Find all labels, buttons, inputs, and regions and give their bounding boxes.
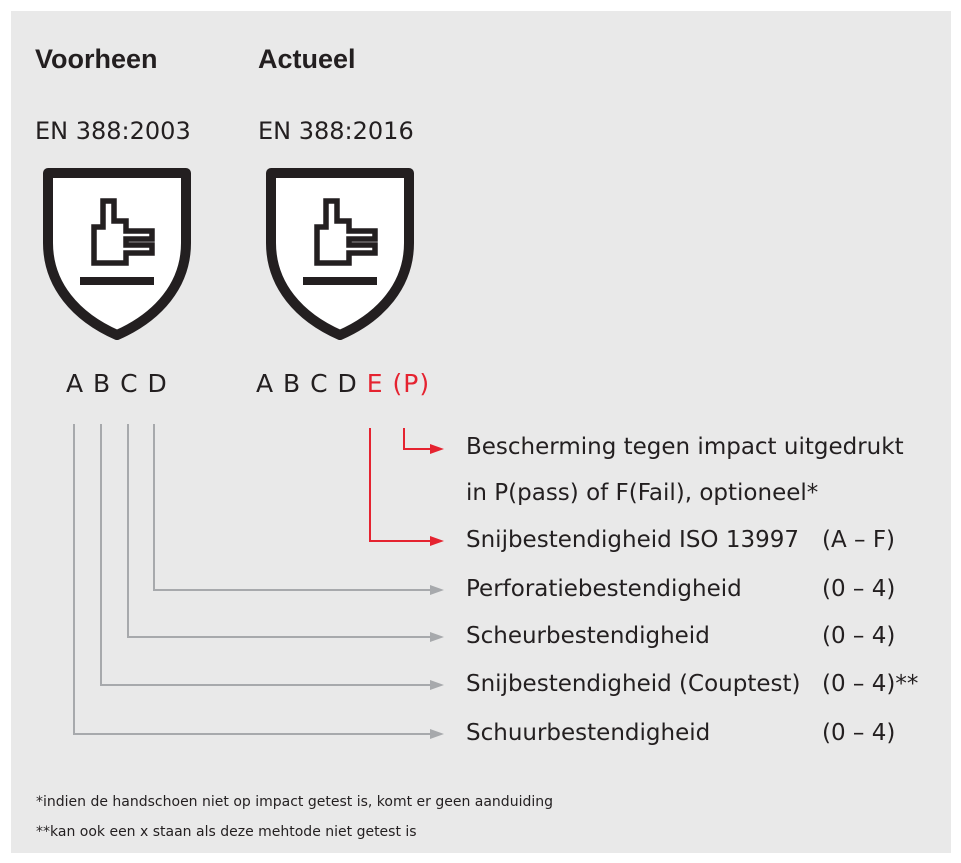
label-cut-coup: Snijbestendigheid (Couptest) (466, 671, 801, 697)
shield-icon-2003 (48, 173, 186, 335)
codes-2016: A B C D E (P) (256, 369, 430, 398)
label-impact: Bescherming tegen impact uitgedrukt (466, 434, 904, 460)
range-tear: (0 – 4) (822, 623, 896, 649)
grey-connectors (73, 424, 432, 735)
diagram-panel (11, 11, 951, 853)
arrowhead-c (430, 632, 444, 642)
range-abrasion: (0 – 4) (822, 720, 896, 746)
arrowhead-b (430, 680, 444, 690)
label-tear: Scheurbestendigheid (466, 623, 710, 649)
red-arrowheads (430, 444, 444, 546)
codes-2016-base: A B C D (256, 369, 358, 398)
connector-d (153, 424, 432, 591)
shield-icon-2016 (271, 173, 409, 335)
standard-2003: EN 388:2003 (35, 117, 191, 145)
label-abrasion: Schuurbestendigheid (466, 720, 711, 746)
label-perforation: Perforatiebestendigheid (466, 576, 742, 602)
connector-p (403, 428, 432, 450)
arrowhead-e (430, 536, 444, 546)
arrowhead-a (430, 729, 444, 739)
red-connectors (369, 428, 432, 542)
connector-e (369, 428, 432, 542)
heading-previous: Voorheen (35, 44, 158, 74)
connector-a (73, 424, 432, 735)
connector-b (100, 424, 432, 686)
range-perforation: (0 – 4) (822, 576, 896, 602)
range-cut-iso: (A – F) (822, 527, 896, 553)
footnote-1: *indien de handschoen niet op impact get… (36, 794, 553, 810)
code-p: (P) (392, 369, 431, 398)
footnote-2: **kan ook een x staan als deze mehtode n… (36, 824, 417, 840)
arrowhead-d (430, 585, 444, 595)
connector-c (127, 424, 432, 638)
standard-2016: EN 388:2016 (258, 117, 414, 145)
code-e: E (366, 369, 384, 398)
codes-2003: A B C D (66, 369, 168, 398)
label-impact-line2: in P(pass) of F(Fail), optioneel* (466, 480, 819, 506)
grey-arrowheads (430, 585, 444, 739)
heading-current: Actueel (258, 44, 356, 74)
label-cut-iso: Snijbestendigheid ISO 13997 (466, 527, 800, 553)
arrowhead-p (430, 444, 444, 454)
range-cut-coup: (0 – 4)** (822, 671, 919, 697)
